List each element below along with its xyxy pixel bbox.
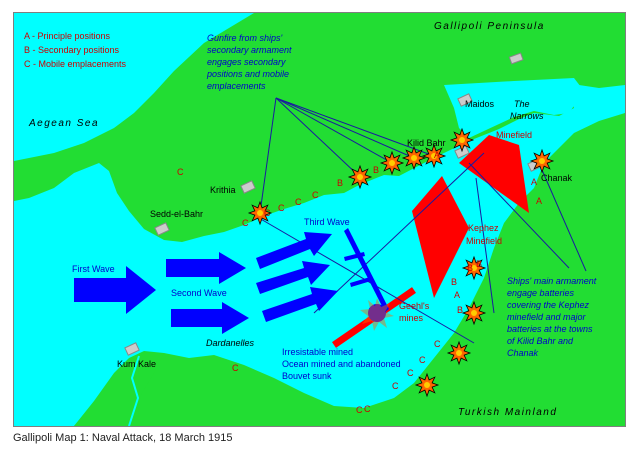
battery-core: [424, 382, 430, 388]
battery-core: [539, 158, 545, 164]
battery-core: [456, 350, 462, 356]
battery-core: [411, 155, 417, 161]
minefield-narrows: [459, 135, 529, 213]
battery-core: [389, 160, 395, 166]
battery-core: [431, 153, 437, 159]
battery-core: [459, 137, 465, 143]
position-letter-c: C: [242, 218, 249, 228]
turkish-mainland-land: [74, 113, 625, 426]
label-krithia: Krithia: [210, 185, 236, 195]
annotation-gunfire: Gunfire from ships' secondary armament e…: [206, 33, 294, 91]
legend-b: B - Secondary positions: [24, 45, 120, 55]
position-letter-b: B: [337, 178, 343, 188]
annotation-geehls-mines: Geehl's mines: [399, 301, 432, 323]
label-gallipoli-peninsula: Gallipoli Peninsula: [434, 21, 545, 32]
annotation-main-armament: Ships' main armament engage batteries co…: [507, 276, 599, 358]
map-caption: Gallipoli Map 1: Naval Attack, 18 March …: [13, 432, 233, 444]
label-minefield: Minefield: [496, 130, 532, 140]
label-chanak: Chanak: [541, 173, 573, 183]
town-maidos: [457, 93, 473, 107]
position-letter-a: A: [454, 290, 460, 300]
third-wave-arrow-3: [262, 287, 338, 322]
third-wave-arrow-1: [256, 232, 332, 269]
position-letter-c: C: [278, 203, 285, 213]
position-letter-c: C: [434, 339, 441, 349]
third-wave-arrow-2: [256, 261, 330, 294]
label-turkish-mainland: Turkish Mainland: [458, 407, 557, 418]
town-krithia: [240, 180, 256, 194]
label-kilid-bahr: Kilid Bahr: [407, 138, 446, 148]
position-letter-b: B: [457, 305, 463, 315]
kum-kale-coast: [74, 351, 164, 426]
battery-core: [471, 310, 477, 316]
label-the-narrows-1: The: [514, 99, 530, 109]
sunk-ship-burst: [360, 298, 394, 331]
town-sedd-el-bahr: [154, 222, 170, 236]
position-letter-c: C: [177, 167, 184, 177]
position-letter-c: C: [356, 405, 363, 415]
position-letter-c: C: [407, 368, 414, 378]
position-letter-b: B: [451, 277, 457, 287]
second-wave-arrow-top: [166, 252, 246, 284]
sunk-ship-marker: [368, 304, 386, 322]
position-letter-a: A: [531, 177, 537, 187]
first-wave-arrow: [74, 266, 156, 314]
label-second-wave: Second Wave: [171, 288, 227, 298]
label-aegean-sea: Aegean Sea: [28, 118, 99, 129]
position-letter-a: A: [536, 196, 542, 206]
label-kephez-1: Kephez: [468, 223, 499, 233]
gunfire-lines: [258, 97, 587, 344]
battery-bursts: [247, 127, 555, 398]
position-letter-c: C: [295, 197, 302, 207]
battery-core: [357, 174, 363, 180]
upper-sea: [14, 13, 254, 161]
kephez-minefield: [412, 176, 469, 298]
position-letter-b: B: [373, 165, 379, 175]
position-letter-b: B: [467, 263, 473, 273]
town-kum-kale: [124, 342, 140, 356]
third-wave-spur-2: [350, 277, 371, 287]
position-letter-c: C: [419, 355, 426, 365]
second-wave-arrow-bottom: [171, 302, 249, 334]
battery-core: [471, 265, 477, 271]
position-letter-c: C: [392, 381, 399, 391]
annotation-losses: Irresistable mined Ocean mined and aband…: [282, 347, 403, 381]
label-dardanelles: Dardanelles: [206, 338, 255, 348]
legend-a: A - Principle positions: [24, 31, 111, 41]
label-the-narrows-2: Narrows: [510, 111, 544, 121]
label-kephez-2: Minefield: [466, 236, 502, 246]
position-letter-c: C: [364, 404, 371, 414]
position-letter-a: A: [434, 150, 440, 160]
label-third-wave: Third Wave: [304, 217, 350, 227]
label-kum-kale: Kum Kale: [117, 359, 156, 369]
legend-c: C - Mobile emplacements: [24, 59, 127, 69]
fleet-arrows: [74, 228, 389, 334]
town-north: [508, 52, 524, 65]
river: [128, 355, 140, 426]
position-letter-b: B: [476, 259, 482, 269]
position-letter-c: C: [264, 208, 271, 218]
third-wave-spur-1: [344, 252, 365, 261]
battery-core: [257, 210, 263, 216]
narrows-water: [444, 78, 584, 138]
position-letter-c: C: [232, 363, 239, 373]
third-wave-turn: [344, 228, 389, 312]
label-first-wave: First Wave: [72, 264, 115, 274]
label-sedd-el-bahr: Sedd-el-Bahr: [150, 209, 203, 219]
position-letter-c: C: [312, 190, 319, 200]
label-maidos: Maidos: [465, 99, 495, 109]
